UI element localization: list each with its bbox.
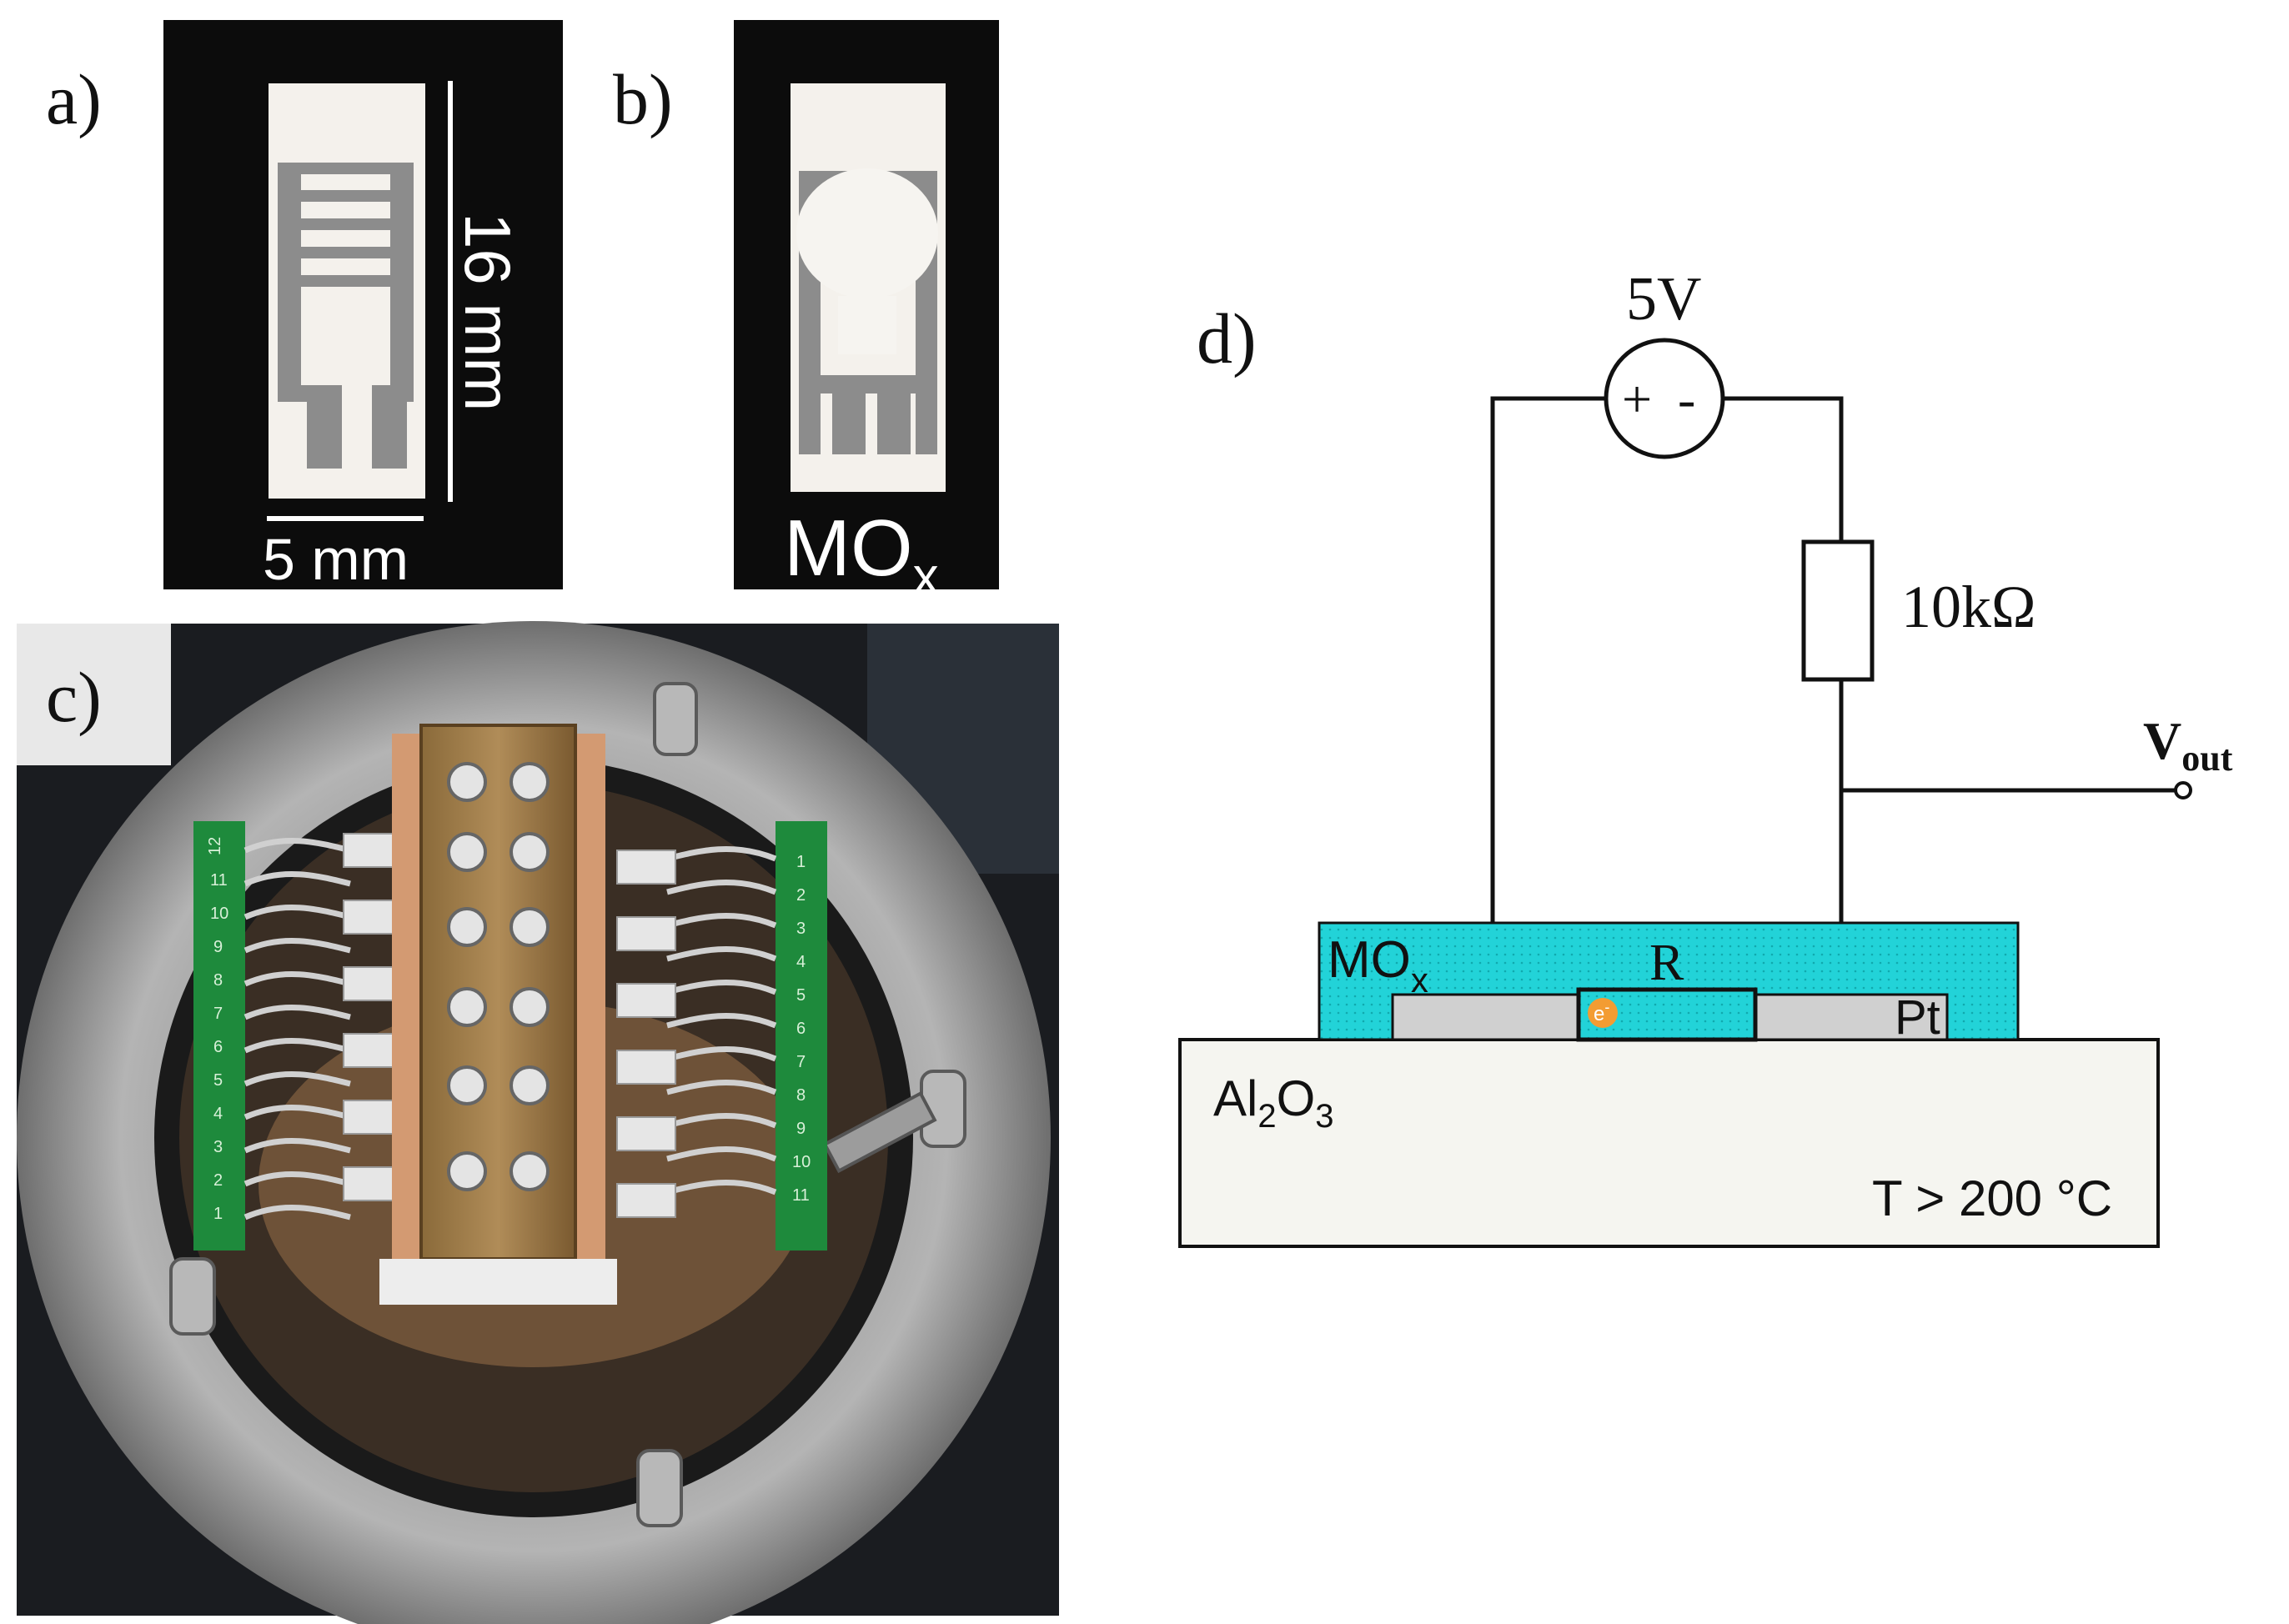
load-resistor [1801,539,1875,682]
panel-b: b) MOx [613,20,999,605]
panel-a-label: a) [46,59,102,139]
voltage-source [1604,338,1725,459]
gas-tube [822,1090,937,1174]
output-terminal [2174,781,2192,799]
width-scale-label: 5 mm [263,527,409,592]
svg-text:7: 7 [213,1005,223,1023]
mox-label: MOx [1328,931,1428,1000]
sensing-resistor [1576,987,1758,1042]
electron-label: e- [1594,999,1609,1025]
mox-film-dot [796,168,938,298]
svg-text:5: 5 [796,986,806,1005]
svg-text:7: 7 [796,1053,806,1071]
source-minus: - [1678,369,1695,429]
interdigitated-electrode [278,163,414,469]
svg-text:2: 2 [213,1171,223,1190]
electron-icon [1588,998,1618,1028]
panel-c-label: c) [46,657,102,737]
load-resistor-label: 10kΩ [1901,574,2036,640]
svg-text:4: 4 [796,953,806,971]
svg-text:9: 9 [213,938,223,956]
panel-a: a) 16 mm 5 mm [46,20,563,592]
substrate-label: Al2O3 [1213,1070,1334,1135]
svg-text:1: 1 [213,1205,223,1223]
svg-text:11: 11 [210,871,228,890]
svg-text:6: 6 [213,1038,223,1056]
svg-text:3: 3 [796,920,806,938]
source-plus: + [1622,369,1652,429]
svg-text:10: 10 [792,1153,811,1171]
sensing-resistor-label: R [1649,935,1684,991]
svg-text:10: 10 [210,905,228,923]
ceramic-insulator [379,1259,617,1305]
svg-text:12: 12 [206,837,224,855]
temperature-label: T > 200 °C [1872,1170,2112,1226]
left-strip-numbers: 12 11 10 9 8 7 6 5 4 3 2 1 [206,837,228,1223]
svg-text:8: 8 [796,1086,806,1105]
length-scale-label: 16 mm [451,213,525,411]
pt-label: Pt [1895,990,1940,1045]
source-voltage-label: 5V [1626,265,1701,333]
svg-text:11: 11 [792,1186,810,1205]
alumina-substrate [1178,1038,2160,1248]
svg-text:5: 5 [213,1071,223,1090]
panel-d: d) + - 5V 10kΩ Vout Al2O3 T > 200 °C MOx… [1178,265,2233,1248]
panel-c: c) 12 11 10 9 8 7 6 5 4 3 2 [17,621,1059,1624]
svg-text:2: 2 [796,886,806,905]
svg-text:1: 1 [796,853,806,871]
copper-contacts [392,734,605,1267]
right-strip-numbers: 1 2 3 4 5 6 7 8 9 10 11 [792,853,811,1205]
output-label: Vout [2143,711,2233,779]
flange-posts [169,682,966,1527]
panel-b-label: b) [613,59,673,139]
panel-d-label: d) [1197,298,1257,378]
svg-text:6: 6 [796,1020,806,1038]
svg-text:9: 9 [796,1120,806,1138]
block-screws [447,762,550,1191]
panel-c-label-box [17,624,171,765]
right-terminal-strip [776,821,827,1251]
svg-text:8: 8 [213,971,223,990]
left-terminal-strip [193,821,245,1251]
svg-text:3: 3 [213,1138,223,1156]
heater-block [419,724,577,1261]
pt-electrode-right [1754,993,1949,1041]
svg-text:4: 4 [213,1105,223,1123]
wire-leads [243,837,777,1221]
pt-electrode-left [1391,993,1580,1041]
panel-b-material-label: MOx [784,504,939,605]
